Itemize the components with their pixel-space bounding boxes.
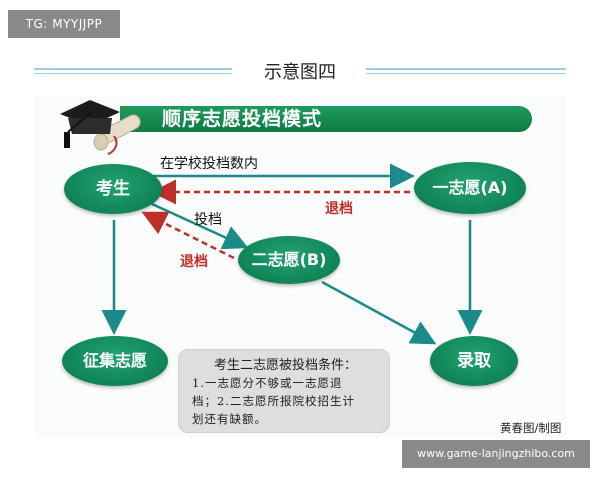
header-line-left-thin bbox=[34, 73, 232, 74]
mortarboard bbox=[60, 100, 120, 148]
label-submit: 投档 bbox=[194, 212, 222, 228]
arrow-b-to-admission bbox=[321, 280, 437, 345]
label-in-school-range: 在学校投档数内 bbox=[160, 156, 258, 172]
credit: 黄春图/制图 bbox=[500, 421, 562, 435]
note-title: 考生二志愿被投档条件： bbox=[214, 358, 358, 373]
node-admission: 录取 bbox=[430, 336, 518, 386]
node-candidate: 考生 bbox=[64, 164, 162, 214]
banner bbox=[120, 106, 532, 132]
node-first-choice-a: 一志愿(A) bbox=[414, 162, 526, 214]
header-line-right bbox=[366, 68, 566, 70]
note-line-3: 划还有缺额。 bbox=[192, 412, 267, 426]
watermark-top: TG: MYYJJPP bbox=[8, 10, 120, 38]
note-box bbox=[178, 349, 390, 433]
arrow-return-from-b bbox=[141, 211, 235, 260]
header-line-right-thin bbox=[366, 73, 566, 74]
node-second-choice-b: 二志愿(B) bbox=[238, 236, 340, 284]
watermark-bottom: www.game-lanjingzhibo.com bbox=[402, 440, 590, 468]
note-line-2: 档；2.二志愿所报院校招生计 bbox=[192, 394, 355, 408]
page-title: 示意图四 bbox=[264, 62, 336, 83]
banner-title: 顺序志愿投档模式 bbox=[162, 108, 323, 130]
label-return-b: 退档 bbox=[180, 254, 208, 270]
note-line-1: 1.一志愿分不够或一志愿退 bbox=[192, 376, 343, 390]
graduation-cap-diploma-icon bbox=[60, 100, 141, 155]
arrow-candidate-to-b bbox=[151, 202, 249, 250]
header-line-left bbox=[34, 68, 232, 70]
node-supplementary: 征集志愿 bbox=[62, 336, 168, 386]
diploma-scroll bbox=[93, 114, 141, 155]
label-return-a: 退档 bbox=[325, 201, 353, 217]
